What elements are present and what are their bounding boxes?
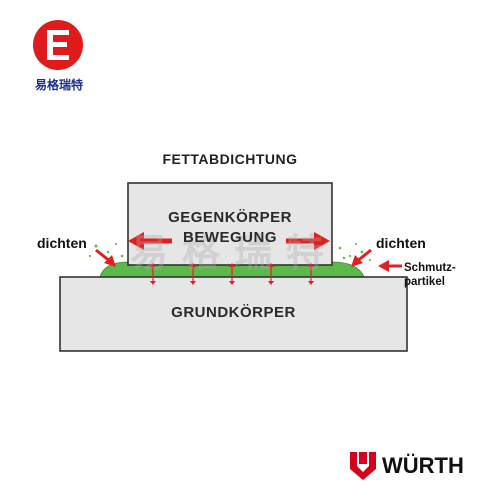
logo-letter-e bbox=[47, 30, 69, 60]
counter-body-label: GEGENKÖRPER bbox=[168, 209, 292, 226]
dirt-label-line2: partikel bbox=[404, 276, 445, 288]
diagram-title: FETTABDICHTUNG bbox=[162, 151, 298, 167]
base-body-block bbox=[59, 276, 408, 352]
gap-arrow bbox=[190, 263, 196, 285]
movement-arrow-left bbox=[128, 232, 172, 250]
gap-arrows bbox=[150, 263, 314, 285]
grease-droplets bbox=[88, 243, 371, 261]
gap-arrow bbox=[150, 263, 156, 285]
dirt-pointer-arrow bbox=[378, 260, 402, 272]
company-logo bbox=[33, 20, 83, 70]
gap-arrow bbox=[229, 263, 235, 285]
dirt-label-line1: Schmutz- bbox=[404, 262, 456, 274]
counter-body-block bbox=[127, 182, 333, 266]
base-body-label: GRUNDKÖRPER bbox=[171, 304, 296, 321]
wurth-logo-mark bbox=[350, 452, 376, 480]
gap-arrow bbox=[268, 263, 274, 285]
brand-name: WÜRTH bbox=[382, 453, 464, 478]
logo-caption: 易格瑞特 bbox=[34, 78, 83, 92]
right-seal-pointer-arrow bbox=[351, 248, 372, 267]
left-seal-label: dichten bbox=[37, 235, 87, 251]
left-seal-pointer-arrow bbox=[95, 248, 116, 267]
dirt-particle-label: Schmutz- partikel bbox=[404, 261, 456, 289]
gap-arrow bbox=[308, 263, 314, 285]
movement-label: BEWEGUNG bbox=[183, 229, 277, 246]
movement-arrow-right bbox=[286, 232, 330, 250]
right-seal-label: dichten bbox=[376, 235, 426, 251]
